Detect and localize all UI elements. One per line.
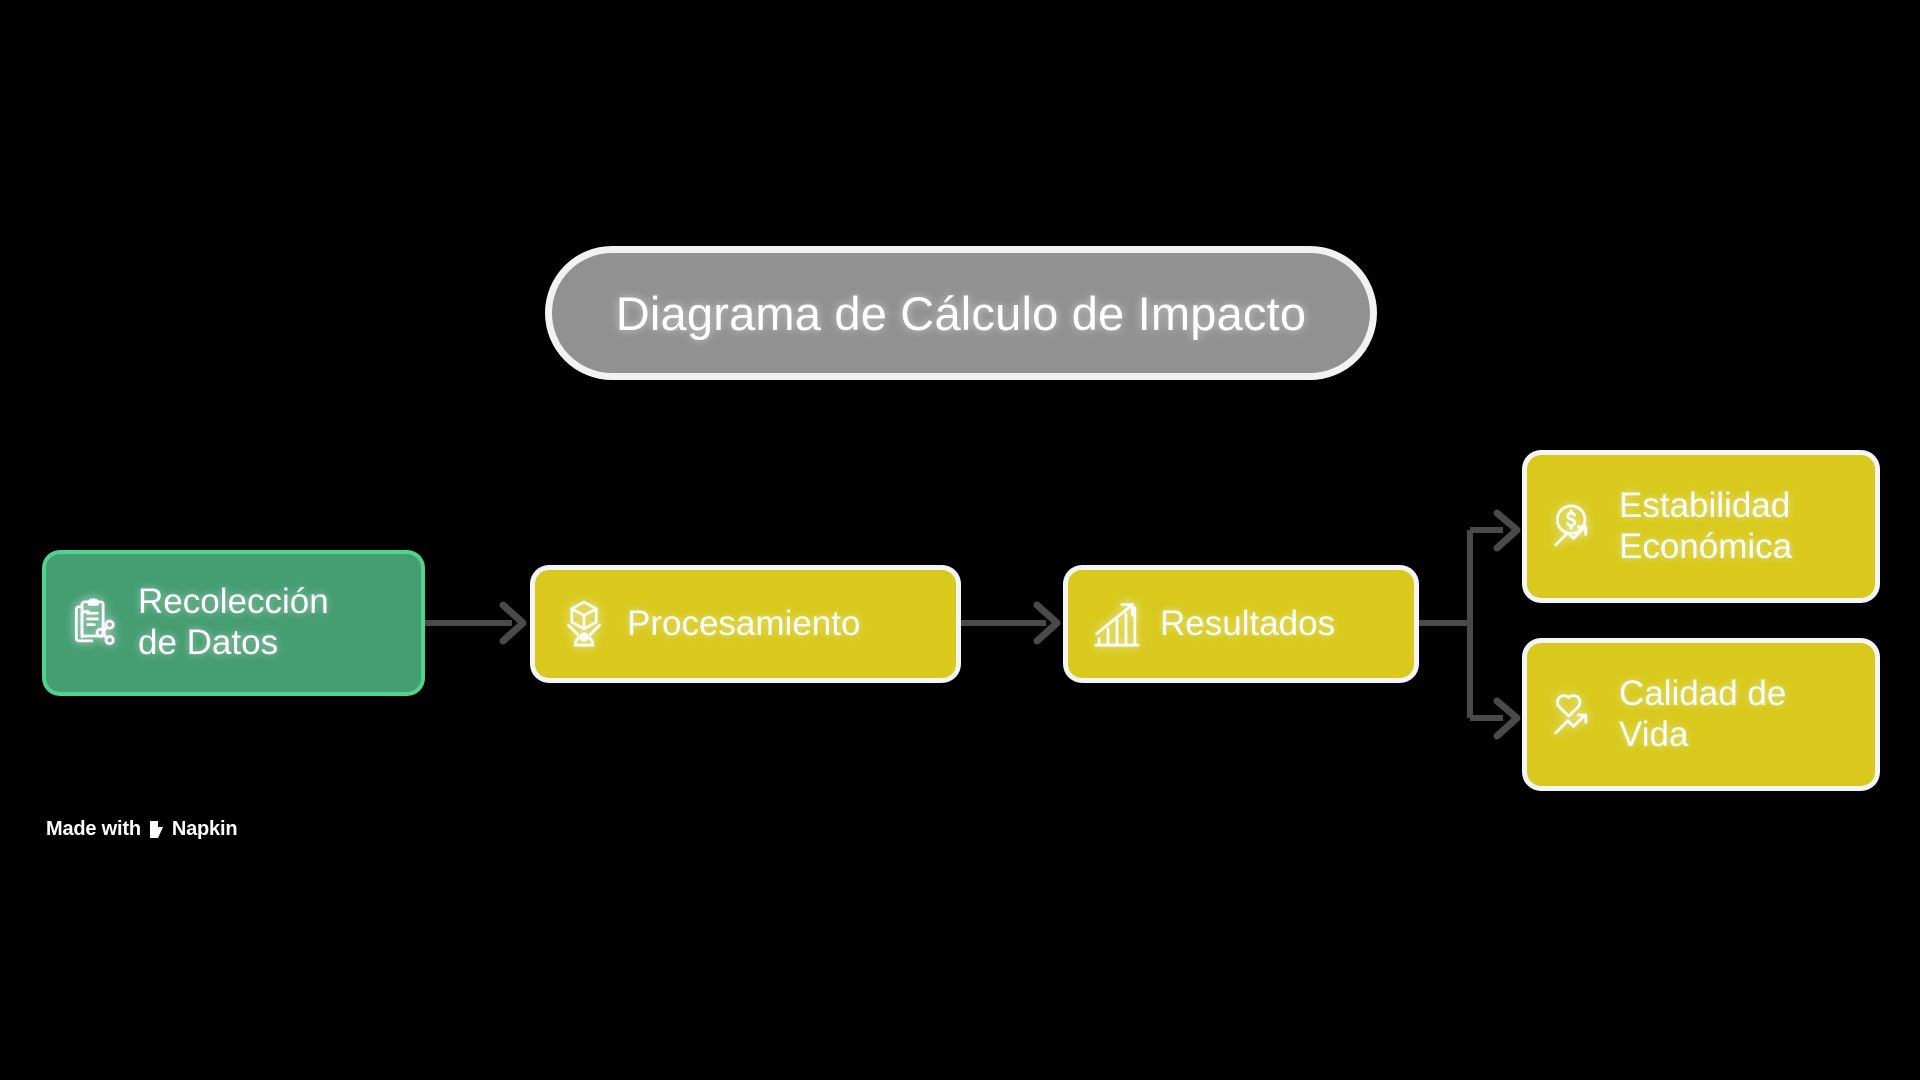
node-label-estabilidad: Estabilidad Económica <box>1619 485 1793 566</box>
bar-chart-trend-icon <box>1088 595 1146 653</box>
node-procesamiento[interactable]: Procesamiento <box>535 570 956 678</box>
arrowhead-estabilidad <box>1493 509 1521 552</box>
arrowhead-resultados <box>1033 601 1061 645</box>
arrowhead-procesamiento <box>499 601 527 645</box>
node-resultados[interactable]: Resultados <box>1068 570 1414 678</box>
node-calidad-de-vida[interactable]: Calidad de Vida <box>1527 643 1875 786</box>
watermark-brand-label: Napkin <box>171 818 238 840</box>
arrowhead-calidad <box>1493 697 1521 740</box>
napkin-logo-icon <box>148 820 165 839</box>
diagram-title-pill: Diagrama de Cálculo de Impacto <box>552 253 1370 373</box>
node-label-calidad: Calidad de Vida <box>1619 673 1787 754</box>
node-label-resultados: Resultados <box>1160 603 1336 643</box>
watermark-made-with-label: Made with <box>46 818 141 840</box>
watermark: Made with Napkin <box>46 818 238 841</box>
cube-scanner-icon <box>555 595 613 653</box>
heart-trend-icon <box>1547 686 1605 744</box>
node-recoleccion-de-datos[interactable]: Recolección de Datos <box>46 554 421 692</box>
page-title: Diagrama de Cálculo de Impacto <box>615 286 1307 340</box>
node-label-recoleccion: Recolección de Datos <box>138 582 329 662</box>
node-estabilidad-economica[interactable]: Estabilidad Económica <box>1527 455 1875 598</box>
dollar-trend-icon <box>1547 498 1605 556</box>
node-label-procesamiento: Procesamiento <box>627 603 861 643</box>
clipboard-share-icon <box>66 594 124 652</box>
